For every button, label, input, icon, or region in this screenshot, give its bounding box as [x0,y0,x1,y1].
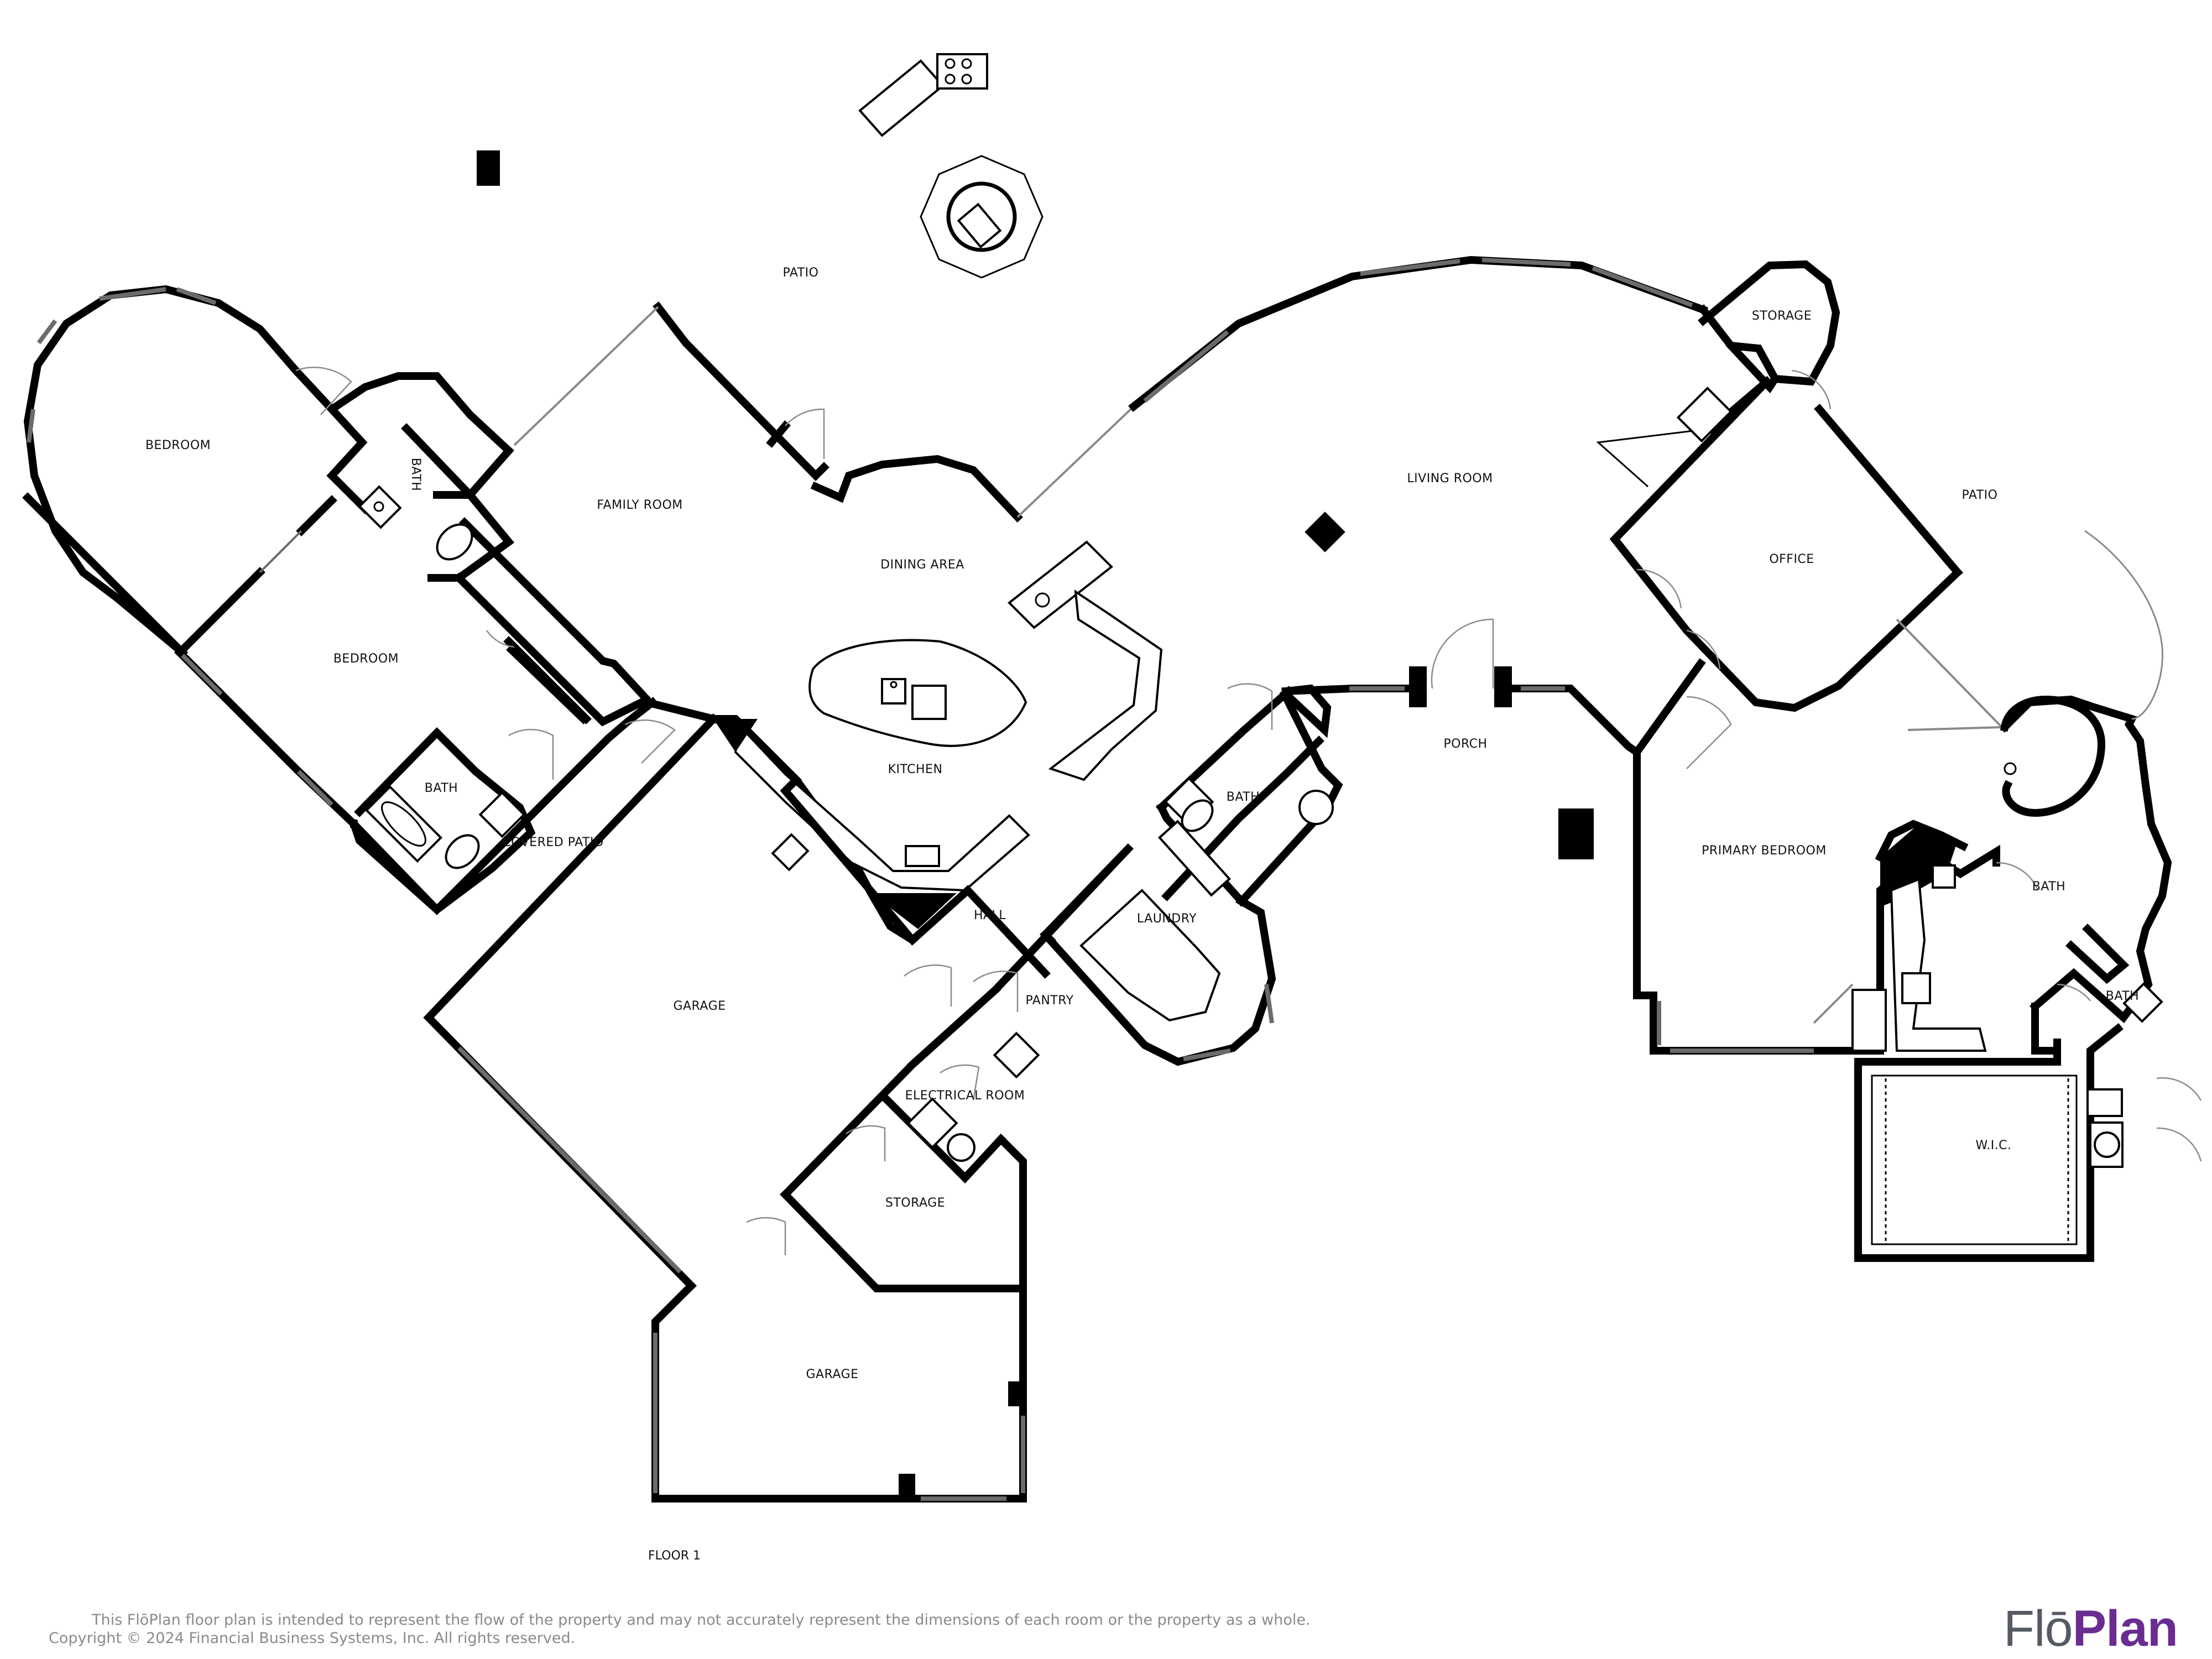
electrical-fixtures [906,1031,1040,1162]
label-garage-1: GARAGE [673,999,726,1013]
column [1558,808,1594,859]
doors [295,367,2202,1255]
label-patio-east: PATIO [1962,488,1998,502]
label-storage-ne: STORAGE [1752,309,1812,323]
disclaimer-line-1: This FlōPlan floor plan is intended to r… [92,1611,1311,1629]
label-bath-2: BATH [425,781,458,795]
disclaimer-line-2: Copyright © 2024 Financial Business Syst… [49,1630,576,1647]
label-bath-1: BATH [409,458,422,491]
living-walls [1128,255,1708,758]
bbq-counter [858,53,988,137]
bath-fixtures-west [358,485,526,869]
label-kitchen: KITCHEN [888,763,943,776]
label-electrical-room: ELECTRICAL ROOM [905,1089,1025,1103]
west-wing-windows [27,287,333,806]
logo-part-plan: Plan [2072,1600,2178,1657]
room-labels: PATIO BEDROOM BATH FAMILY ROOM DINING AR… [145,266,2139,1563]
fire-pit [920,155,1044,279]
logo-part-flo: Flō [2003,1600,2073,1657]
laundry-fixtures [1079,776,1334,1022]
label-pantry: PANTRY [1025,994,1073,1008]
label-primary-bedroom: PRIMARY BEDROOM [1702,844,1827,858]
column [1305,512,1345,552]
label-laundry: LAUNDRY [1137,912,1197,926]
label-bath-primary: BATH [2032,880,2065,894]
label-office: OFFICE [1769,552,1814,566]
label-hall: HALL [974,909,1006,922]
label-living-room: LIVING ROOM [1407,472,1493,486]
label-dining-area: DINING AREA [880,558,964,572]
label-covered-patio: COVERED PATIO [502,836,603,849]
floor-label: FLOOR 1 [648,1549,701,1563]
office-walls [1596,260,1963,758]
label-bath-small: BATH [2106,989,2139,1003]
kitchen-island [808,639,1027,747]
label-wic: W.I.C. [1975,1139,2011,1152]
label-family-room: FAMILY ROOM [597,498,682,512]
column [477,150,500,186]
disclaimer: This FlōPlan floor plan is intended to r… [49,1611,1311,1647]
label-bedroom-1: BEDROOM [145,439,211,452]
kitchen-counters [734,540,1163,892]
west-wing-walls [22,285,658,915]
label-bedroom-2: BEDROOM [333,652,399,666]
label-porch: PORCH [1443,737,1487,751]
floplan-logo: FlōPlan [2004,1601,2178,1656]
garage-1-walls [423,713,957,1291]
label-garage-2: GARAGE [806,1368,858,1381]
label-patio-north: PATIO [783,266,819,280]
primary-fixtures [1851,864,2163,1245]
label-bath-3: BATH [1227,790,1260,804]
primary-bath-curve [2000,530,2163,817]
label-storage-s: STORAGE [885,1196,945,1210]
primary-walls [1633,618,2172,1262]
